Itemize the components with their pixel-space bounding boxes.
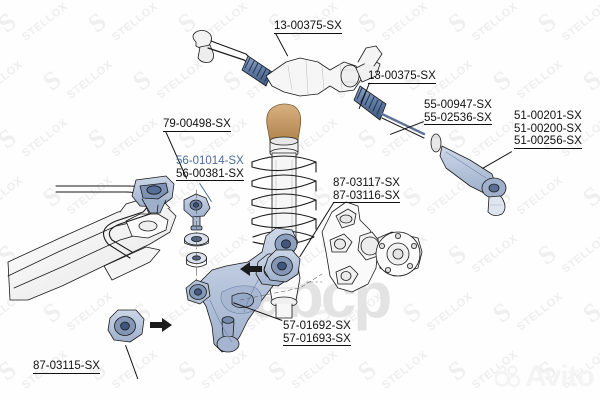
part-number-text: 51-00256-SX xyxy=(514,135,582,147)
part-number-text: 87-03116-SX xyxy=(333,189,400,202)
part-label-13-00375-sx-left: 13-00375-SX xyxy=(274,20,342,34)
part-number-text: 79-00498-SX xyxy=(163,118,231,130)
part-number-text: 13-00375-SX xyxy=(274,20,342,32)
upper-right-bushing-artwork xyxy=(263,249,301,283)
part-number-text: 51-00200-SX xyxy=(514,122,582,135)
part-number-text: 57-01692-SX xyxy=(283,320,351,332)
part-label-79-00498-sx: 79-00498-SX xyxy=(163,118,231,132)
part-label-13-00375-sx-right: 13-00375-SX xyxy=(368,70,436,84)
part-number-text: 57-01693-SX xyxy=(283,332,351,345)
part-number-text: 51-00201-SX xyxy=(514,110,582,122)
avito-wordmark: Avito xyxy=(525,360,595,393)
steering-knuckle-artwork xyxy=(321,201,423,293)
part-label-87-03115-sx: 87-03115-SX xyxy=(33,360,100,374)
stabilizer-bushing-artwork xyxy=(131,175,175,215)
avito-dots-icon xyxy=(495,365,521,388)
part-number-text: 13-00375-SX xyxy=(368,70,436,82)
part-number-text: 87-03115-SX xyxy=(33,360,100,372)
part-number-text: 55-00947-SX xyxy=(424,99,492,111)
avito-watermark: Avito xyxy=(495,360,595,394)
stabilizer-link-artwork xyxy=(183,189,211,283)
part-number-text: 56-00381-SX xyxy=(176,167,244,180)
lower-left-bushing-artwork xyxy=(107,309,145,343)
part-number-text: 55-02536-SX xyxy=(424,111,492,124)
assembly-arrow-right xyxy=(240,262,262,276)
part-number-text: 56-01014-SX xyxy=(176,155,244,167)
part-number-text: 87-03117-SX xyxy=(333,177,400,189)
assembly-arrow-left xyxy=(150,318,172,332)
